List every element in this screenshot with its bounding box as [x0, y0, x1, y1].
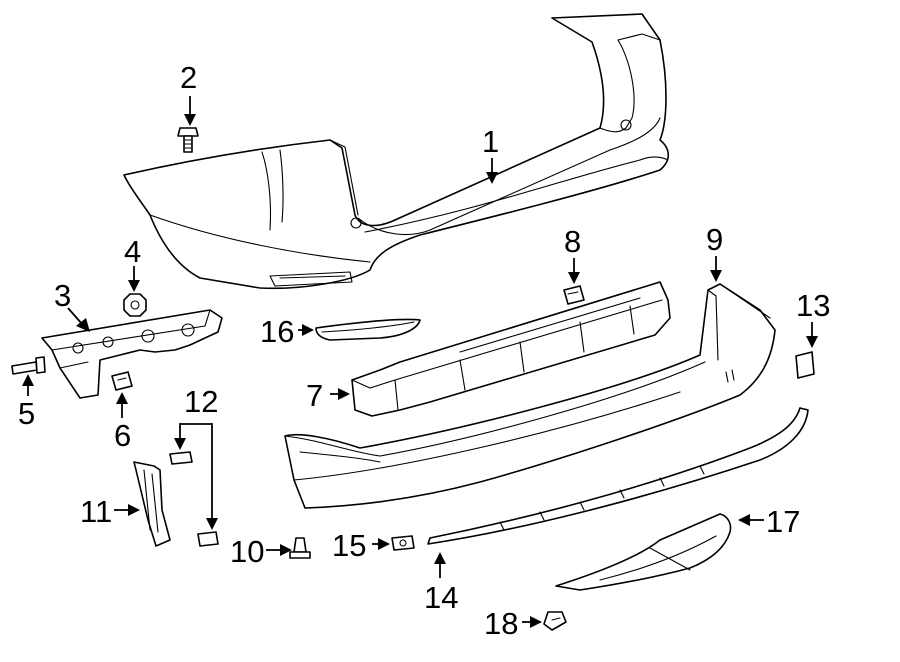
- callout-9: 9: [706, 222, 723, 257]
- part-3-bracket: [41, 309, 223, 399]
- part-17-skid-plate: [555, 513, 732, 591]
- callout-12: 12: [184, 384, 218, 419]
- callout-18: 18: [484, 606, 518, 641]
- callout-8: 8: [564, 224, 581, 259]
- part-8-clip: [563, 285, 585, 305]
- callout-labels: 1 2 3 4 5 6 7 8 9 10 11 12 13 14 15 16 1…: [18, 60, 830, 641]
- callout-4: 4: [124, 234, 141, 269]
- part-7-absorber: [351, 281, 671, 417]
- part-16-reflector: [315, 318, 421, 341]
- callout-3: 3: [54, 278, 71, 313]
- part-15-retainer: [391, 535, 415, 551]
- part-14-molding: [427, 407, 809, 545]
- part-4-nut: [123, 293, 147, 317]
- callout-6: 6: [114, 418, 131, 453]
- callout-14: 14: [424, 580, 458, 615]
- callout-5: 5: [18, 396, 35, 431]
- callout-10: 10: [230, 534, 264, 569]
- part-6-clip: [111, 371, 133, 391]
- callout-15: 15: [332, 528, 366, 563]
- part-13-pad: [795, 351, 815, 379]
- part-18-bolt: [543, 611, 567, 631]
- callout-7: 7: [306, 378, 323, 413]
- callout-17: 17: [766, 504, 800, 539]
- callout-1: 1: [482, 124, 499, 159]
- callout-13: 13: [796, 288, 830, 323]
- callout-16: 16: [260, 314, 294, 349]
- part-12-clips: [169, 451, 219, 547]
- callout-2: 2: [180, 60, 197, 95]
- part-11-bracket: [133, 461, 171, 547]
- callout-11: 11: [80, 494, 112, 529]
- part-2-bolt: [177, 127, 199, 153]
- part-9-lower-cover: [284, 283, 776, 509]
- part-5-screw: [11, 356, 46, 375]
- part-1-bumper-cover: [123, 13, 670, 290]
- part-10-push-pin: [289, 537, 311, 559]
- callout-leaders: [22, 96, 818, 628]
